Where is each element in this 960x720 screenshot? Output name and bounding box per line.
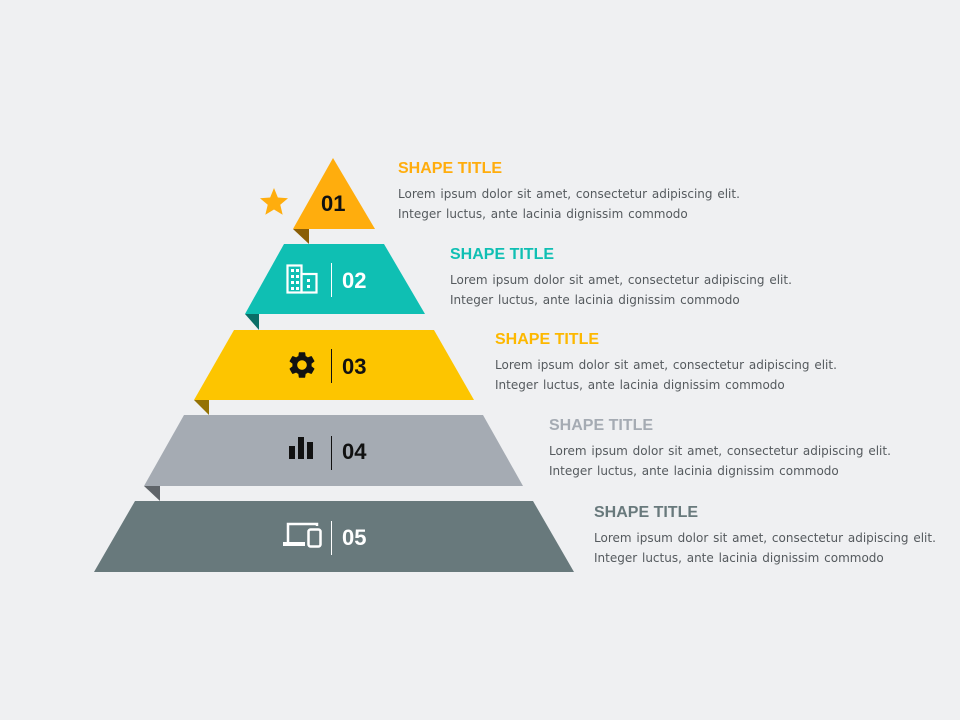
tier-5-desc-line1: Lorem ipsum dolor sit amet, consectetur … <box>594 531 936 545</box>
tier-1-number: 01 <box>321 191 346 216</box>
building-icon <box>286 264 318 294</box>
gear-icon <box>289 352 315 378</box>
tier-4-title: SHAPE TITLE <box>549 417 654 434</box>
tier-2-text: SHAPE TITLE Lorem ipsum dolor sit amet, … <box>450 246 792 310</box>
tier-5-shape <box>94 501 574 572</box>
tier-5-title: SHAPE TITLE <box>594 504 699 521</box>
tier-3-title: SHAPE TITLE <box>495 331 600 348</box>
tier-3-separator <box>331 349 332 383</box>
tier-2-desc-line1: Lorem ipsum dolor sit amet, consectetur … <box>450 273 792 287</box>
tier-4-separator <box>331 436 332 470</box>
tier-2-shape <box>245 244 425 314</box>
tier-3-desc-line2: Integer luctus, ante lacinia dignissim c… <box>495 378 785 392</box>
tier-2-desc-line2: Integer luctus, ante lacinia dignissim c… <box>450 293 740 307</box>
tier-4-shape <box>144 415 523 486</box>
devices-icon <box>283 522 322 548</box>
tier-3-desc-line1: Lorem ipsum dolor sit amet, consectetur … <box>495 358 837 372</box>
tier-1-desc-line2: Integer luctus, ante lacinia dignissim c… <box>398 207 688 221</box>
bar-chart-icon <box>289 437 313 459</box>
tier-1-desc-line1: Lorem ipsum dolor sit amet, consectetur … <box>398 187 740 201</box>
tier-2-separator <box>331 263 332 297</box>
tier-5-number: 05 <box>342 525 367 550</box>
tier-1-text: SHAPE TITLE Lorem ipsum dolor sit amet, … <box>398 160 740 224</box>
fold-3 <box>194 400 209 415</box>
tier-2-number: 02 <box>342 268 367 293</box>
tier-5-separator <box>331 521 332 555</box>
fold-2 <box>245 314 259 330</box>
tier-4-desc-line1: Lorem ipsum dolor sit amet, consectetur … <box>549 444 891 458</box>
tier-5-desc-line2: Integer luctus, ante lacinia dignissim c… <box>594 551 884 565</box>
tier-5-text: SHAPE TITLE Lorem ipsum dolor sit amet, … <box>594 504 936 568</box>
tier-3-text: SHAPE TITLE Lorem ipsum dolor sit amet, … <box>495 331 837 395</box>
tier-4-desc-line2: Integer luctus, ante lacinia dignissim c… <box>549 464 839 478</box>
tier-4-text: SHAPE TITLE Lorem ipsum dolor sit amet, … <box>549 417 891 481</box>
tier-3-number: 03 <box>342 354 367 379</box>
tier-3-shape <box>194 330 474 400</box>
fold-4 <box>144 486 160 501</box>
tier-4-number: 04 <box>342 439 367 464</box>
tier-2-title: SHAPE TITLE <box>450 246 555 263</box>
fold-1 <box>293 229 309 244</box>
tier-1-title: SHAPE TITLE <box>398 160 503 177</box>
tier-1-shape <box>293 158 375 229</box>
star-icon <box>260 188 288 215</box>
